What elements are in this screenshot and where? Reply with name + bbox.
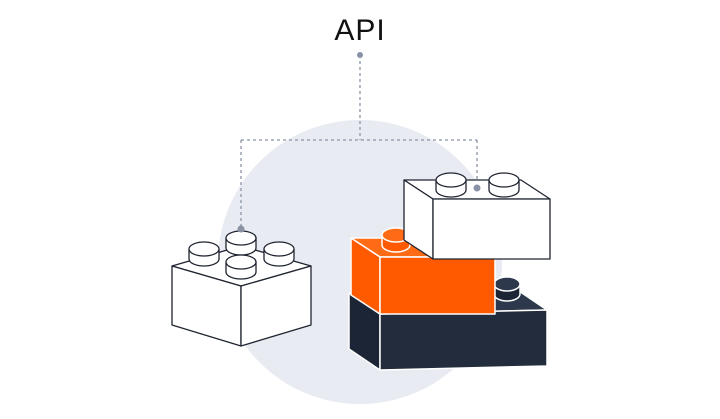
connector-dot-top	[357, 52, 363, 58]
stud	[435, 172, 467, 198]
navy-brick	[348, 276, 548, 371]
stud	[188, 241, 220, 267]
connector-dot-right	[473, 184, 481, 192]
white-brick-left	[171, 230, 312, 347]
stud	[488, 172, 520, 198]
stud	[225, 254, 257, 280]
white-brick-top-right	[403, 172, 551, 260]
connector-dot-left	[237, 225, 245, 233]
stud	[263, 241, 295, 267]
diagram-title: API	[334, 14, 386, 47]
api-connector	[240, 55, 478, 229]
stud	[225, 230, 257, 256]
